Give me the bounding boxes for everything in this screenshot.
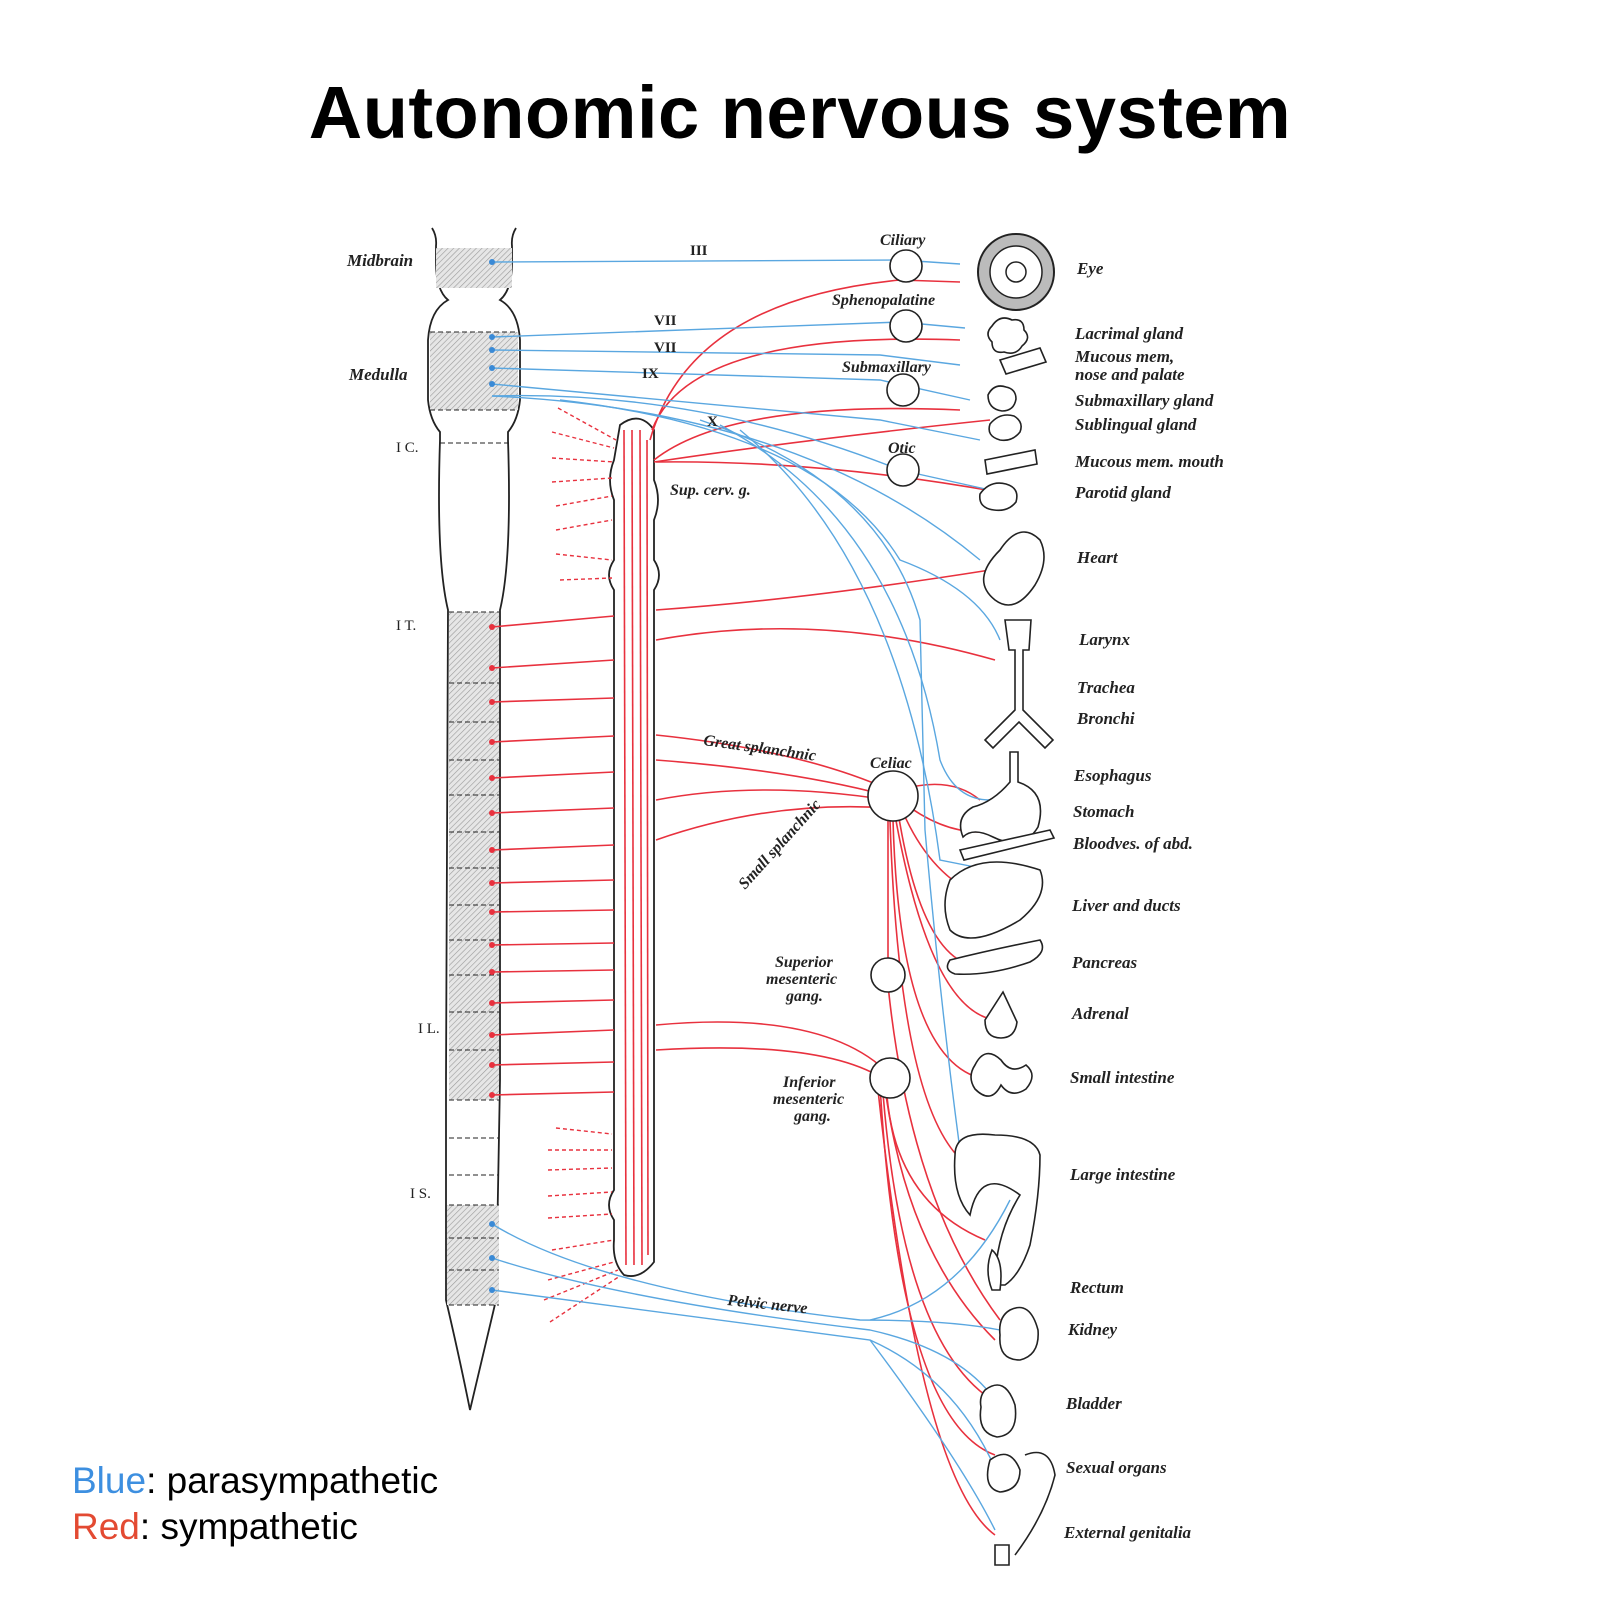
mouth-mucosa-organ [984,449,1038,475]
legend-blue-word: Blue [72,1460,147,1501]
cord-labels: Midbrain Medulla I C. I T. I L. I S. [346,251,440,1202]
ganglia [867,249,923,1099]
sublingual-gland-organ [988,414,1022,442]
rectum-organ [987,1248,1002,1291]
label-lacrimal: Lacrimal gland [1074,324,1184,343]
label-is: I S. [410,1186,431,1202]
large-intestine-organ [953,1133,1041,1286]
label-celiac: Celiac [870,755,912,772]
liver-organ [944,861,1044,939]
label-otic: Otic [888,440,916,457]
label-bronchi: Bronchi [1076,709,1135,728]
nerve-labels: III VII VII IX X Sup. cerv. g. Great spl… [642,243,824,1317]
label-midbrain: Midbrain [346,251,413,270]
otic-ganglion [886,453,920,487]
label-bloodves: Bloodves. of abd. [1072,834,1193,853]
label-small-int: Small intestine [1070,1068,1175,1087]
submaxillary-gland-organ [987,385,1017,412]
sympathetic-postganglionic [649,279,1001,1536]
label-bladder: Bladder [1065,1394,1122,1413]
label-sup-mes-2: mesenteric [766,971,837,988]
label-heart: Heart [1076,548,1119,567]
label-rectum: Rectum [1069,1278,1124,1297]
ganglion-labels: Ciliary Sphenopalatine Submaxillary Otic… [766,232,935,1125]
celiac-ganglion [867,770,919,822]
legend-red-text: : sympathetic [139,1506,358,1547]
label-ciliary: Ciliary [880,232,926,249]
legend-parasympathetic: Blue: parasympathetic [72,1458,438,1504]
inferior-mesenteric-ganglion [869,1057,911,1099]
label-sup-cerv: Sup. cerv. g. [670,482,751,499]
label-eye: Eye [1076,259,1104,278]
parasympathetic-fibres [489,259,1011,1531]
organs [944,233,1056,1566]
label-ext-gen: External genitalia [1063,1523,1192,1542]
sexual-organs-organ [986,1451,1056,1556]
bladder-organ [979,1384,1017,1438]
sympathetic-chain [608,417,660,1277]
label-kidney: Kidney [1067,1320,1118,1339]
legend: Blue: parasympathetic Red: sympathetic [72,1458,438,1550]
label-large-int: Large intestine [1069,1165,1176,1184]
superior-mesenteric-ganglion [870,957,906,993]
label-esophagus: Esophagus [1073,766,1152,785]
pancreas-organ [946,939,1044,976]
nose-mucosa-organ [998,347,1048,375]
spinal-cord [427,227,521,1411]
adrenal-organ [984,990,1018,1039]
label-sublingual: Sublingual gland [1075,415,1197,434]
ciliary-ganglion [889,249,923,283]
small-intestine-organ [970,1052,1033,1097]
label-nerve-iii: III [690,243,708,259]
label-il: I L. [418,1021,440,1037]
label-submaxillary-gland: Submaxillary gland [1075,391,1214,410]
label-larynx: Larynx [1078,630,1131,649]
label-ic: I C. [396,440,419,456]
label-nerve-ix: IX [642,366,659,382]
legend-sympathetic: Red: sympathetic [72,1504,438,1550]
kidney-organ [998,1306,1039,1361]
page-title: Autonomic nervous system [308,71,1292,154]
label-pancreas: Pancreas [1071,953,1138,972]
heart-organ [982,531,1045,606]
preganglionic-dashes [543,407,621,1323]
bloodvessels-organ [958,829,1056,861]
esophagus-stomach-organ [959,751,1042,844]
label-parotid: Parotid gland [1074,483,1171,502]
eye-organ [977,233,1055,311]
label-medulla: Medulla [348,365,408,384]
label-sexual: Sexual organs [1066,1458,1167,1477]
label-it: I T. [396,618,416,634]
label-pelvic-nerve: Pelvic nerve [726,1292,809,1317]
label-nerve-vii-b: VII [654,340,677,356]
label-inf-mes-1: Inferior [782,1074,836,1091]
label-nerve-vii-a: VII [654,313,677,329]
label-sup-mes-1: Superior [775,954,834,971]
label-sup-mes-3: gang. [785,988,823,1005]
label-mucous-mouth: Mucous mem. mouth [1074,452,1224,471]
larynx-trachea-organ [983,619,1055,750]
label-mucous-nose-1: Mucous mem, [1074,347,1174,366]
label-inf-mes-3: gang. [793,1108,831,1125]
label-nerve-x: X [707,414,718,430]
label-mucous-nose-2: nose and palate [1075,365,1185,384]
label-adrenal: Adrenal [1071,1004,1129,1023]
thoracolumbar-outflow [489,615,615,1098]
organ-labels: Eye Lacrimal gland Mucous mem, nose and … [1063,259,1224,1542]
label-liver: Liver and ducts [1071,896,1181,915]
label-trachea: Trachea [1077,678,1135,697]
label-sphenopalatine: Sphenopalatine [832,292,935,309]
label-great-splanchnic: Great splanchnic [702,732,817,765]
parotid-gland-organ [978,482,1018,512]
external-genitalia-organ [994,1544,1010,1566]
lacrimal-gland-organ [987,317,1029,354]
sphenopalatine-ganglion [889,309,923,343]
label-submaxillary: Submaxillary [842,359,932,376]
legend-red-word: Red [72,1506,140,1547]
submaxillary-ganglion [886,373,920,407]
label-inf-mes-2: mesenteric [773,1091,844,1108]
label-stomach: Stomach [1073,802,1134,821]
legend-blue-text: : parasympathetic [146,1460,439,1501]
